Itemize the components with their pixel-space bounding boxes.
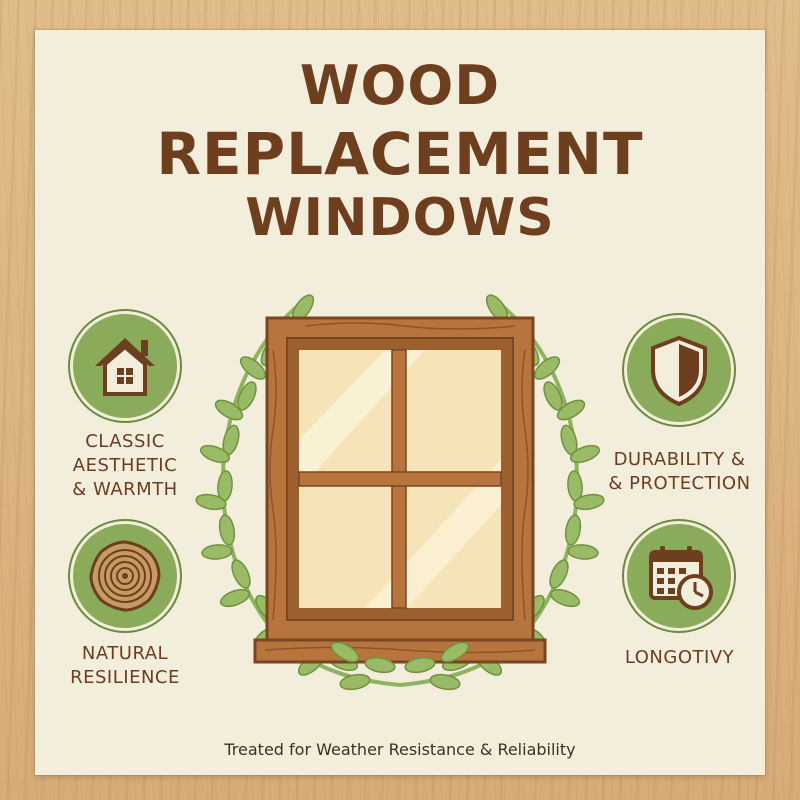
footer-tagline: Treated for Weather Resistance & Reliabi…	[224, 740, 576, 759]
longevity-label: LONGOTIVY	[624, 647, 735, 668]
shield-icon-badge	[627, 318, 731, 422]
title-line-1: WOOD	[299, 54, 501, 117]
title-line-2: REPLACEMENT	[156, 120, 644, 188]
durability-protection-label: DURABILITY & & PROTECTION	[608, 449, 751, 494]
house-icon-badge	[73, 314, 177, 418]
title-line-3: WINDOWS	[245, 188, 555, 248]
natural-resilience-label: NATURAL RESILIENCE	[70, 643, 180, 688]
house-icon	[95, 338, 155, 396]
tree-rings-icon-badge	[73, 524, 177, 628]
wood-window-illustration	[195, 290, 605, 693]
classic-aesthetic-label: CLASSIC AESTHETIC & WARMTH	[72, 431, 178, 500]
shield-icon	[651, 335, 707, 407]
tree-rings-icon	[89, 540, 161, 612]
calendar-clock-icon-badge	[627, 524, 731, 628]
calendar-clock-icon	[649, 546, 713, 610]
